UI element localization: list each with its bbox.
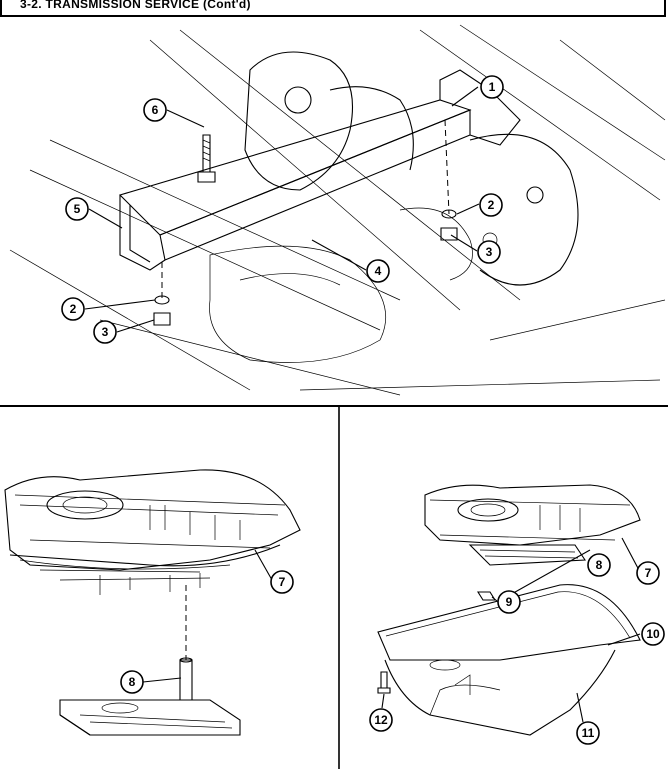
svg-text:2: 2 [488,198,495,212]
svg-text:3: 3 [102,325,109,339]
section-title: 3-2. TRANSMISSION SERVICE (Cont'd) [20,0,251,11]
callout-9: 9 [497,590,521,614]
callout-3-right: 3 [477,240,501,264]
callout-11: 11 [576,721,600,745]
svg-text:9: 9 [506,595,513,609]
bottom-right-figure: 7 8 9 10 11 12 [369,484,665,745]
callout-3-left: 3 [93,320,117,344]
callout-6: 6 [143,98,167,122]
callout-1: 1 [480,75,504,99]
svg-text:1: 1 [489,80,496,94]
callout-10: 10 [641,622,665,646]
callout-8-right: 8 [587,553,611,577]
svg-text:5: 5 [74,202,81,216]
top-figure: 1 2 2 3 3 4 5 6 [9,24,666,396]
svg-text:7: 7 [279,575,286,589]
bottom-left-figure: 7 8 [4,469,301,736]
svg-text:10: 10 [646,627,660,641]
svg-text:8: 8 [129,675,136,689]
callout-12: 12 [369,708,393,732]
callout-2-left: 2 [61,297,85,321]
svg-text:4: 4 [375,264,382,278]
svg-text:3: 3 [486,245,493,259]
callout-4: 4 [366,259,390,283]
callout-7-left: 7 [270,570,294,594]
svg-text:12: 12 [374,713,388,727]
svg-text:8: 8 [596,558,603,572]
callout-7-right: 7 [636,561,660,585]
svg-text:2: 2 [70,302,77,316]
svg-text:7: 7 [645,566,652,580]
callout-5: 5 [65,197,89,221]
callout-2-right: 2 [479,193,503,217]
callout-8-left: 8 [120,670,144,694]
svg-text:6: 6 [152,103,159,117]
section-header: 3-2. TRANSMISSION SERVICE (Cont'd) [0,0,666,17]
svg-text:11: 11 [582,726,595,740]
